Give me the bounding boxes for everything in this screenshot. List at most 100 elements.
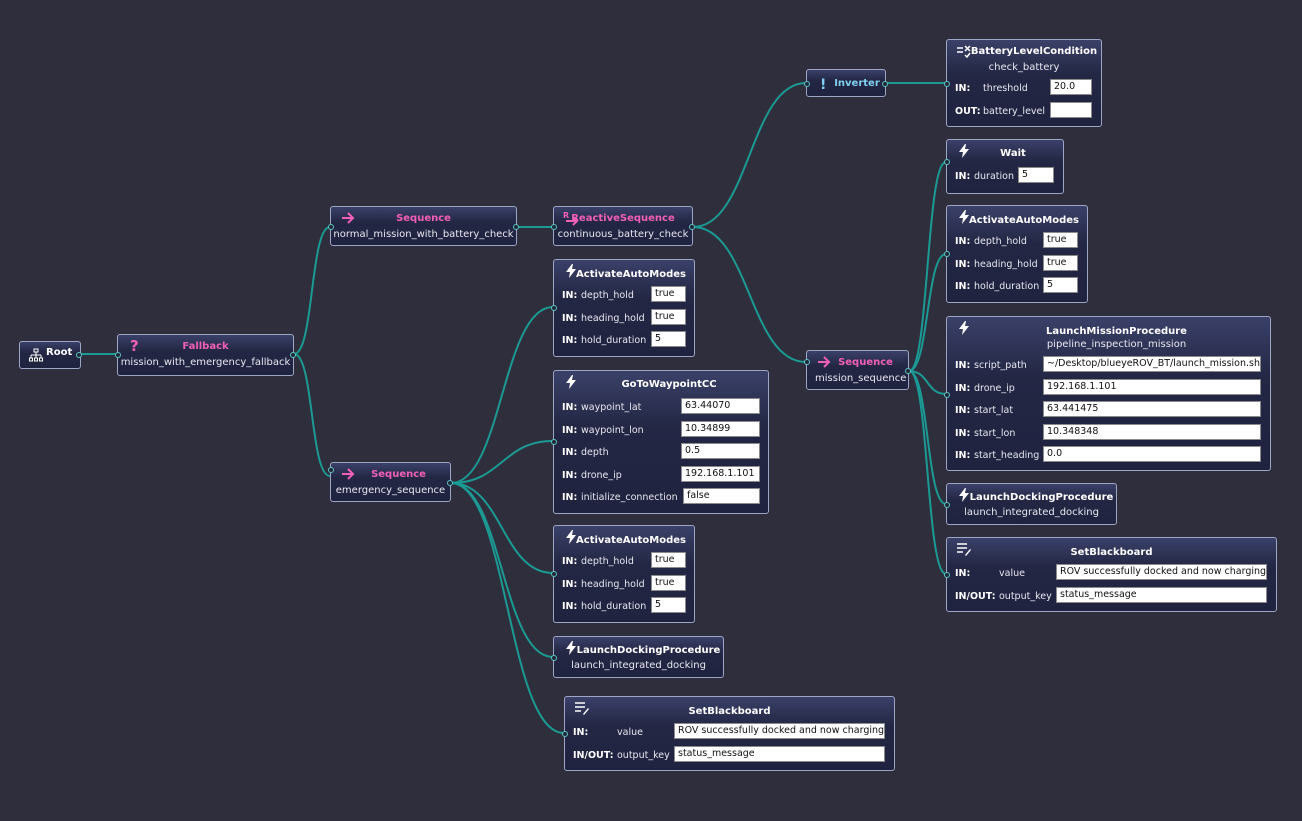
input-port[interactable]: [551, 305, 557, 311]
input-port[interactable]: [944, 81, 950, 87]
port-name: start_lon: [974, 427, 1016, 439]
start-heading-input[interactable]: 0.0: [1043, 446, 1261, 462]
port-direction: IN:: [562, 556, 578, 567]
waypoint-lon-input[interactable]: 10.34899: [681, 420, 760, 437]
activate-auto-modes-node[interactable]: ActivateAutoModes IN: depth_hold true IN…: [944, 205, 1088, 303]
sequence-instance-name: mission_sequence: [815, 373, 907, 384]
port-name: hold_duration: [581, 335, 647, 346]
lightning-icon: [566, 530, 576, 544]
input-port[interactable]: [551, 655, 557, 661]
arrow-right-icon: [342, 468, 355, 480]
port-name: depth_hold: [581, 290, 634, 301]
input-port[interactable]: [944, 502, 950, 508]
reactive-sequence-node[interactable]: R ReactiveSequence continuous_battery_ch…: [551, 206, 695, 246]
port-direction: IN/OUT:: [955, 590, 996, 602]
battery-level-input[interactable]: [1050, 101, 1092, 118]
port-direction: IN:: [955, 258, 971, 270]
sequence-node-emergency[interactable]: Sequence emergency_sequence: [328, 462, 453, 502]
reactive-sequence-instance-name: continuous_battery_check: [557, 229, 689, 240]
input-port[interactable]: [944, 572, 950, 578]
launch-mission-instance-name: pipeline_inspection_mission: [1046, 339, 1187, 350]
start-lat-input[interactable]: 63.441475: [1043, 401, 1261, 417]
input-port[interactable]: [328, 224, 334, 230]
output-port[interactable]: [76, 352, 82, 358]
svg-text:?: ?: [130, 338, 139, 354]
hold-duration-input[interactable]: 5: [1043, 277, 1078, 293]
duration-input[interactable]: 5: [1018, 167, 1054, 183]
input-port[interactable]: [804, 359, 810, 365]
output-port[interactable]: [513, 224, 519, 230]
start-lon-input[interactable]: 10.348348: [1043, 423, 1261, 440]
sequence-node-normal[interactable]: Sequence normal_mission_with_battery_che…: [328, 206, 519, 246]
heading-hold-input[interactable]: true: [651, 308, 686, 325]
input-port[interactable]: [944, 392, 950, 398]
input-port[interactable]: [562, 731, 568, 737]
launch-docking-title: LaunchDockingProcedure: [576, 645, 721, 656]
port-name: waypoint_lon: [581, 424, 644, 436]
hold-duration-input[interactable]: 5: [651, 331, 686, 347]
lightning-icon: [566, 375, 576, 389]
output-port[interactable]: [447, 480, 453, 486]
input-port[interactable]: [551, 224, 557, 230]
drone-ip-input[interactable]: 192.168.1.101: [1043, 378, 1261, 395]
port-row-value: IN: value ROV successfully docked and no…: [947, 562, 1276, 585]
drone-ip-input[interactable]: 192.168.1.101: [681, 465, 760, 482]
go-to-waypoint-node[interactable]: GoToWaypointCC IN: waypoint_lat 63.44070…: [551, 370, 769, 514]
depth-input[interactable]: 0.5: [681, 443, 760, 459]
launch-mission-procedure-node[interactable]: LaunchMissionProcedure pipeline_inspecti…: [944, 316, 1271, 471]
output-port[interactable]: [905, 368, 911, 374]
input-port[interactable]: [551, 439, 557, 445]
set-blackboard-node[interactable]: SetBlackboard IN: value ROV successfully…: [562, 696, 895, 771]
sequence-node-mission[interactable]: Sequence mission_sequence: [804, 350, 911, 390]
threshold-input[interactable]: 20.0: [1050, 79, 1092, 95]
port-row-hold-duration: IN: hold_duration 5: [554, 595, 694, 618]
sequence-instance-name: normal_mission_with_battery_check: [333, 229, 514, 240]
port-direction: IN:: [562, 424, 578, 436]
waypoint-lat-input[interactable]: 63.44070: [681, 398, 760, 414]
edge-connector: [692, 82, 807, 228]
port-name: heading_hold: [581, 312, 645, 324]
lightning-icon: [566, 264, 576, 278]
port-name: output_key: [617, 749, 670, 761]
initialize-connection-input[interactable]: false: [683, 488, 760, 504]
arrow-right-icon: [342, 212, 355, 224]
edge-connector: [908, 370, 947, 505]
output-key-input[interactable]: status_message: [674, 745, 885, 762]
launch-docking-procedure-node[interactable]: LaunchDockingProcedure launch_integrated…: [944, 483, 1117, 525]
root-node[interactable]: Root: [19, 341, 82, 369]
input-port[interactable]: [944, 159, 950, 165]
activate-auto-modes-node[interactable]: ActivateAutoModes IN: depth_hold true IN…: [551, 259, 695, 357]
port-direction: IN:: [955, 450, 971, 461]
wait-node[interactable]: Wait IN: duration 5: [944, 139, 1064, 194]
heading-hold-input[interactable]: true: [1043, 254, 1078, 271]
hold-duration-input[interactable]: 5: [651, 597, 686, 613]
input-port[interactable]: [328, 467, 334, 473]
port-name: threshold: [983, 83, 1028, 94]
value-input[interactable]: ROV successfully docked and now charging: [674, 723, 885, 739]
output-port[interactable]: [689, 224, 695, 230]
output-port[interactable]: [882, 81, 888, 87]
depth-hold-input[interactable]: true: [651, 552, 686, 568]
port-row-heading-hold: IN: heading_hold true: [947, 253, 1087, 276]
depth-hold-input[interactable]: true: [651, 286, 686, 302]
value-input[interactable]: ROV successfully docked and now charging: [1056, 564, 1267, 580]
input-port[interactable]: [804, 81, 810, 87]
fallback-node[interactable]: ? Fallback mission_with_emergency_fallba…: [115, 334, 296, 376]
script-path-input[interactable]: ~/Desktop/blueyeROV_BT/launch_mission.sh: [1043, 356, 1261, 372]
port-direction: IN:: [562, 469, 578, 481]
tree-icon: [29, 348, 43, 362]
inverter-node[interactable]: ! Inverter: [804, 69, 888, 97]
output-key-input[interactable]: status_message: [1056, 586, 1267, 603]
output-port[interactable]: [290, 352, 296, 358]
battery-level-condition-node[interactable]: BatteryLevelCondition check_battery IN: …: [944, 39, 1102, 127]
input-port[interactable]: [115, 352, 121, 358]
port-row-heading-hold: IN: heading_hold true: [554, 307, 694, 330]
activate-auto-modes-node[interactable]: ActivateAutoModes IN: depth_hold true IN…: [551, 525, 695, 623]
depth-hold-input[interactable]: true: [1043, 232, 1078, 248]
input-port[interactable]: [551, 571, 557, 577]
set-blackboard-node[interactable]: SetBlackboard IN: value ROV successfully…: [944, 537, 1277, 612]
launch-docking-procedure-node[interactable]: LaunchDockingProcedure launch_integrated…: [551, 636, 724, 678]
input-port[interactable]: [944, 251, 950, 257]
heading-hold-input[interactable]: true: [651, 574, 686, 591]
